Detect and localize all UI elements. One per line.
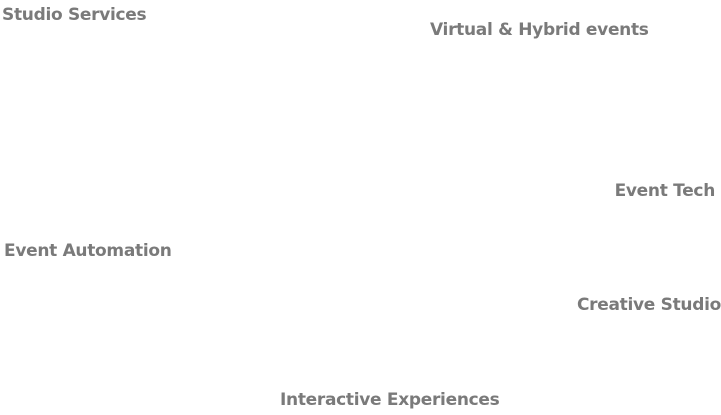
label-virtual-hybrid-events[interactable]: Virtual & Hybrid events — [430, 20, 649, 40]
label-creative-studio[interactable]: Creative Studio — [577, 295, 721, 315]
label-interactive-experiences[interactable]: Interactive Experiences — [280, 390, 500, 410]
label-studio-services[interactable]: Studio Services — [2, 5, 147, 25]
label-event-automation[interactable]: Event Automation — [4, 241, 172, 261]
label-event-tech[interactable]: Event Tech — [614, 181, 716, 201]
